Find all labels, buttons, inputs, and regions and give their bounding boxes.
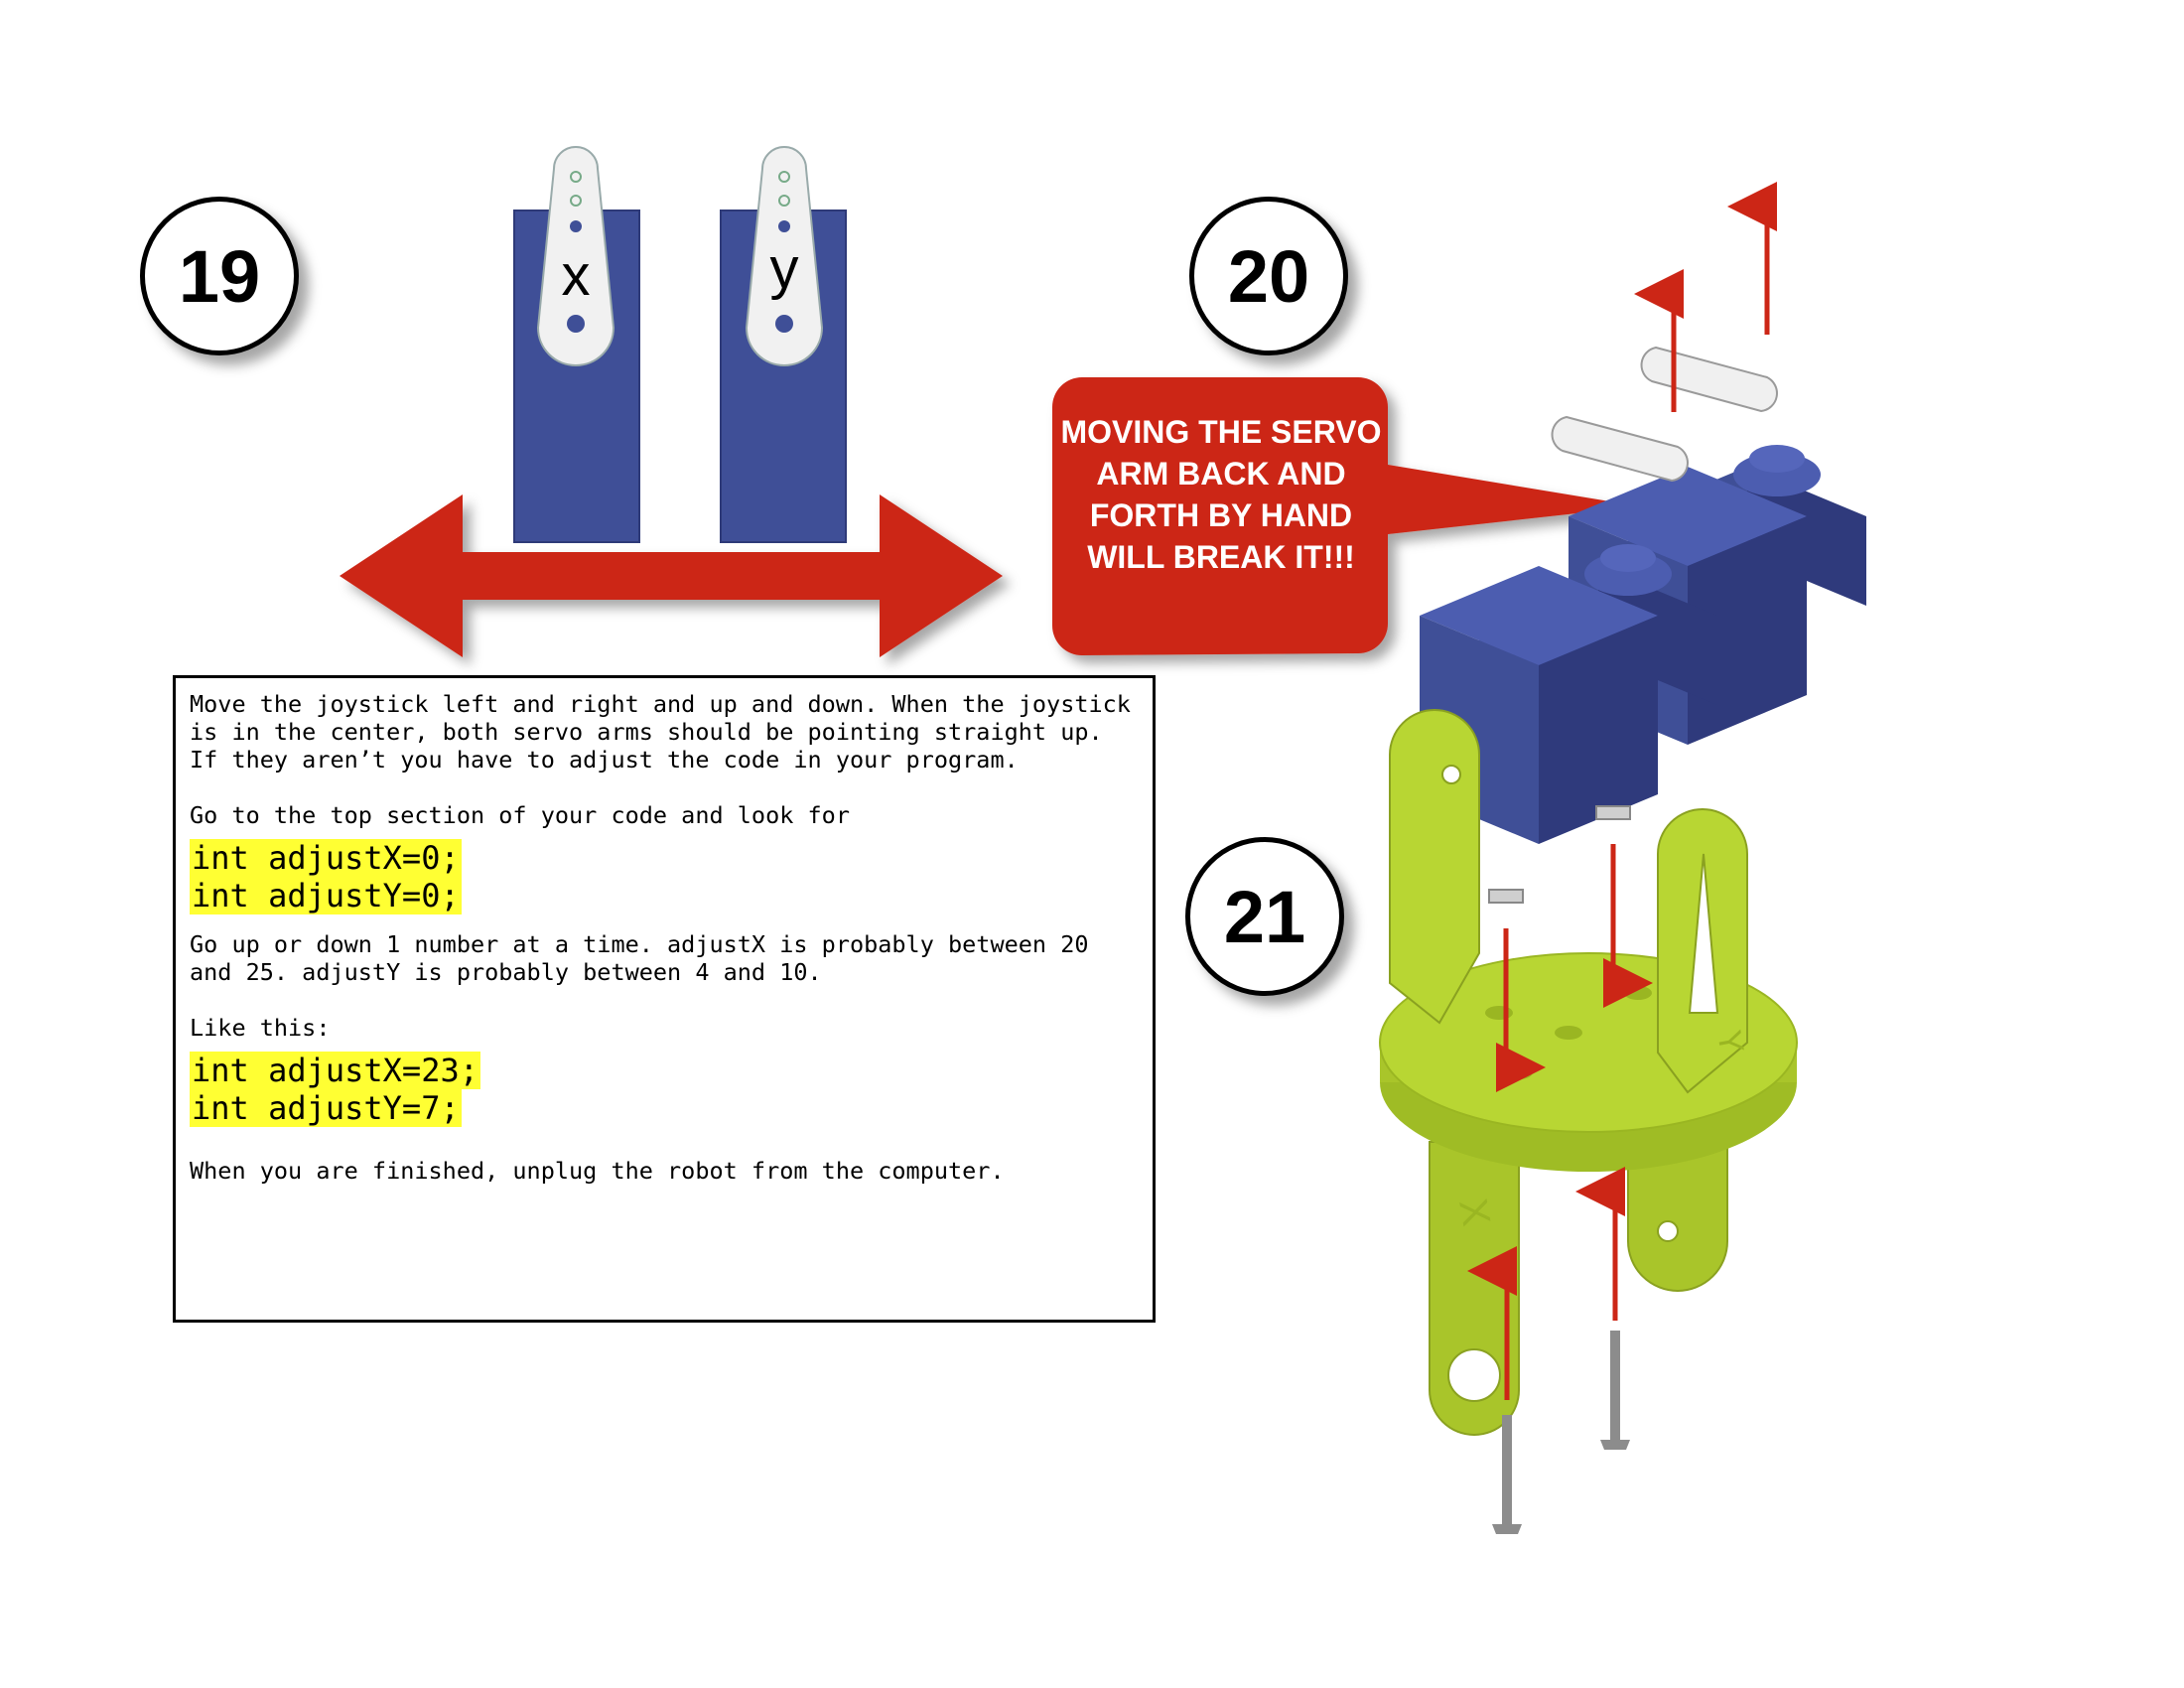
pin-icon xyxy=(1595,805,1631,820)
double-arrow-icon xyxy=(340,494,1003,657)
instruction-paragraph-5: When you are finished, unplug the robot … xyxy=(190,1157,1005,1185)
warning-callout xyxy=(1052,377,1640,655)
instruction-paragraph-2: Go to the top section of your code and l… xyxy=(190,801,850,829)
code-line-adjustx: int adjustX=0; xyxy=(190,839,462,877)
step-19-badge: 19 xyxy=(140,197,299,355)
code-line-adjusty: int adjustY=0; xyxy=(190,877,462,914)
instructions-box: Move the joystick left and right and up … xyxy=(173,675,1156,1323)
servo-y: y xyxy=(720,146,847,543)
servo-x: x xyxy=(513,146,640,543)
gimbal-base-part: X Y xyxy=(1379,709,1798,1436)
step-21-badge: 21 xyxy=(1185,837,1344,996)
step-20-badge: 20 xyxy=(1189,197,1348,355)
code-snippet-example: int adjustX=23; int adjustY=7; xyxy=(190,1052,1139,1127)
code-line-adjustx-example: int adjustX=23; xyxy=(190,1052,480,1089)
instruction-paragraph-1: Move the joystick left and right and up … xyxy=(190,690,1146,774)
pin-icon xyxy=(1488,889,1524,904)
warning-text: MOVING THE SERVO ARM BACK AND FORTH BY H… xyxy=(1060,414,1382,575)
servo-y-label: y xyxy=(770,236,799,301)
screw-icon xyxy=(1600,1331,1630,1450)
code-snippet-initial: int adjustX=0; int adjustY=0; xyxy=(190,839,1139,914)
screw-icon xyxy=(1492,1415,1522,1534)
servo-x-label: x xyxy=(562,243,591,308)
servo-assembly-exploded xyxy=(1420,346,1866,844)
instruction-paragraph-4: Like this: xyxy=(190,1014,331,1042)
code-line-adjusty-example: int adjustY=7; xyxy=(190,1089,462,1127)
instruction-paragraph-3: Go up or down 1 number at a time. adjust… xyxy=(190,930,1103,986)
